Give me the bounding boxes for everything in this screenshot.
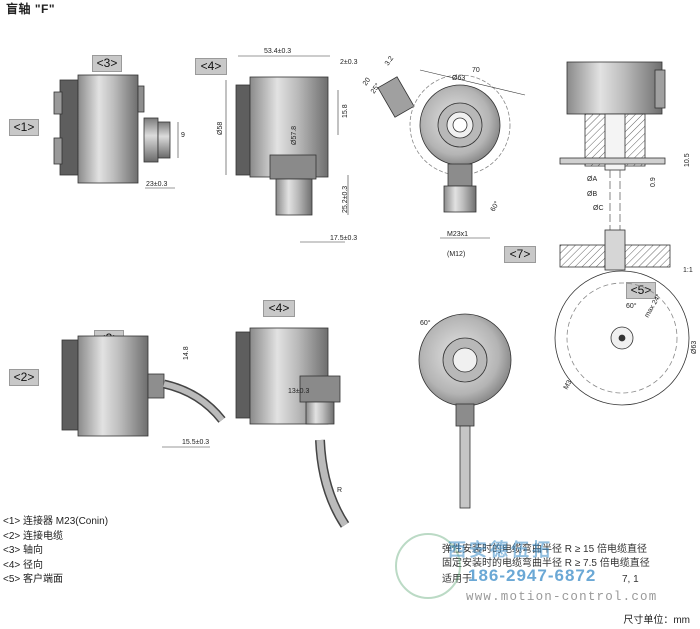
note-flexible-bend-radius: 弹性安装时的电缆弯曲半径 R ≥ 15 倍电缆直径 [442,544,647,555]
dim-m12: (M12) [447,251,465,258]
watermark-logo-icon [395,533,461,599]
customer-flange-drawing [554,270,690,406]
dim-diam-b: ØB [587,191,597,198]
encoder-axial-cable-drawing [61,335,226,437]
unit-label: 尺寸单位：mm [623,615,690,626]
dim-14-8: 14.8 [183,346,190,360]
dim-60c: 60° [626,302,637,310]
dim-63b: Ø63 [691,341,698,354]
dim-20: 20 [362,77,372,87]
dim-25-2: 25.2±0.3 [342,186,349,213]
legend-item-axial: <3> 轴向 [3,545,44,556]
legend-item-connector: <1> 连接器 M23(Conin) [3,516,109,527]
encoder-section-drawing [559,61,671,271]
dim-15-8: 15.8 [342,104,349,118]
dim-m3: M3 [563,379,574,391]
dim-17-5: 17.5±0.3 [330,235,357,242]
dim-57: Ø57.8 [291,126,298,145]
dim-diam-a: ØA [587,176,597,183]
legend: <1> 连接器 M23(Conin) <2> 连接电缆 <3> 轴向 <4> 径… [3,515,108,588]
view-tag-cable-exit: <7> [504,246,536,263]
dim-53: 53.4±0.3 [264,48,291,55]
dim-3-2: 3.2 [384,55,395,67]
legend-item-radial: <4> 径向 [3,559,44,571]
encoder-front-cable-view-drawing [418,313,512,509]
dim-diam-c: ØC [593,205,604,212]
dim-23: 23±0.3 [146,181,167,188]
view-tag-cable: <2> [9,369,39,386]
dim-m23: M23x1 [447,231,468,238]
dim-63: Ø63 [452,75,465,82]
dim-60b: 60° [420,319,431,327]
encoder-front-view-drawing [377,74,511,213]
dim-max24: max 24° [643,293,663,319]
dim-60deg: 60° [489,200,501,213]
encoder-radial-cable-drawing [235,327,350,528]
watermark-phone: 186-2947-6872 [468,566,597,585]
page-title: 盲轴 "F" [6,2,56,16]
view-tag-axial: <3> [92,55,122,72]
dim-r: R [337,487,342,494]
note-value: 7, 1 [622,574,639,585]
dim-10-5: 10.5 [684,153,691,167]
watermark-url: www.motion-control.com [466,590,658,604]
view-tag-customer-face: <5> [626,282,656,299]
encoder-axial-connector-drawing [53,74,171,184]
dim-9: 9 [181,132,185,139]
note-fixed-bend-radius: 固定安装时的电缆弯曲半径 R ≥ 7.5 倍电缆直径 [442,558,650,569]
watermark-brand: 西安德伍拓 [448,540,553,560]
encoder-radial-connector-drawing [235,76,329,216]
legend-item-customer-face: <5> 客户端面 [3,574,64,585]
view-tag-radial-2: <4> [263,300,295,317]
dim-15-5: 15.5±0.3 [182,439,209,446]
dim-0-9: 0.9 [650,177,657,187]
legend-item-cable: <2> 连接电缆 [3,530,64,542]
scale-label: 1:1 [683,267,693,274]
dim-2: 2±0.3 [340,59,358,66]
view-tag-connector: <1> [9,119,39,136]
view-tag-radial: <4> [195,58,227,75]
dim-70: 70 [472,67,480,74]
dim-25deg: 25° [369,82,382,95]
dim-13: 13±0.3 [288,388,309,395]
dim-58: Ø58 [217,122,224,135]
